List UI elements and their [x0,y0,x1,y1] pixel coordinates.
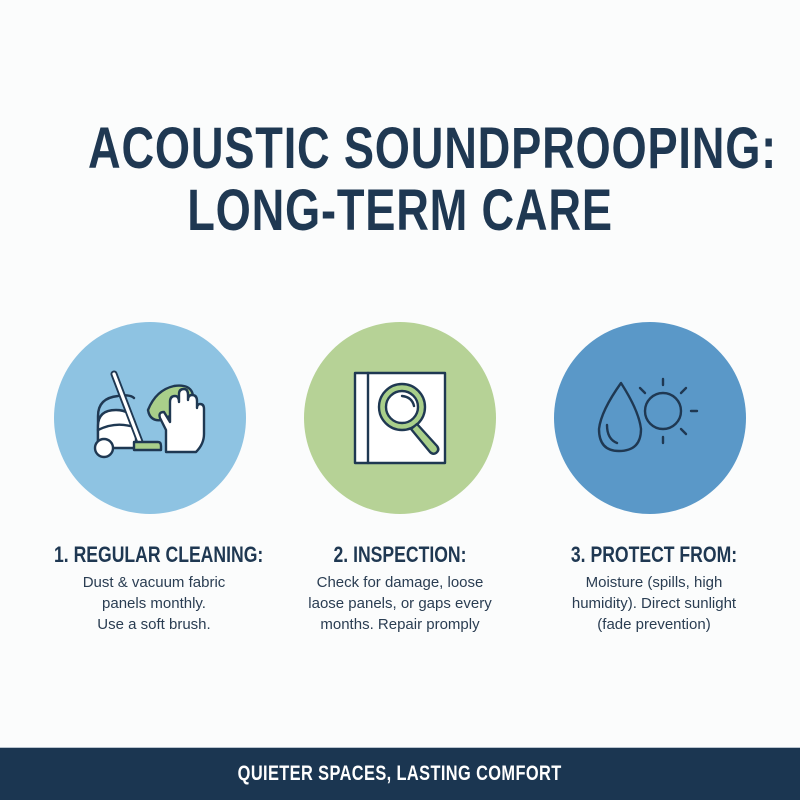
vacuum-and-cleaning-hand-icon [93,370,206,459]
step-1-body-line: Dust & vacuum fabric [82,574,226,591]
step-2-heading: 2. INSPECTION: [333,542,467,567]
step-3-heading: 3. PROTECT FROM: [570,542,738,567]
protect-icon-circle [554,322,746,514]
page-title: ACOUSTIC SOUNDPROOPING: LONG-TERM CARE [0,118,800,242]
step-3-body-line: Moisture (spills, high [585,574,723,591]
step-1-cleaning: 1. REGULAR CLEANING: Dust & vacuum fabri… [29,542,279,635]
step-1-body-line: panels monthly. [102,595,206,612]
title-line-2: LONG-TERM CARE [187,178,613,243]
water-drop-and-sun-icon [597,377,699,453]
inspection-icon-circle [304,322,496,514]
step-3-body-line: humidity). Direct sunlight [571,595,737,612]
step-1-body: Dust & vacuum fabric panels monthly. Use… [29,572,279,635]
step-2-body: Check for damage, loose laose panels, or… [275,572,525,635]
step-2-body-line: months. Repair promply [320,616,480,633]
step-2-body-line: laose panels, or gaps every [308,595,492,612]
panel-magnifier-icon [353,371,447,465]
cleaning-icon-circle [54,322,246,514]
step-2-body-line: Check for damage, loose [316,574,484,591]
step-3-body-line: (fade prevention) [597,616,711,633]
title-line-1: ACOUSTIC SOUNDPROOPING: [88,116,778,181]
footer-tagline: QUIETER SPACES, LASTING COMFORT [238,762,562,785]
step-1-heading: 1. REGULAR CLEANING: [54,542,264,567]
footer-banner: QUIETER SPACES, LASTING COMFORT [0,747,800,800]
step-2-inspection: 2. INSPECTION: Check for damage, loose l… [275,542,525,635]
step-3-body: Moisture (spills, high humidity). Direct… [529,572,779,635]
step-3-protect: 3. PROTECT FROM: Moisture (spills, high … [529,542,779,635]
step-1-body-line: Use a soft brush. [97,616,211,633]
